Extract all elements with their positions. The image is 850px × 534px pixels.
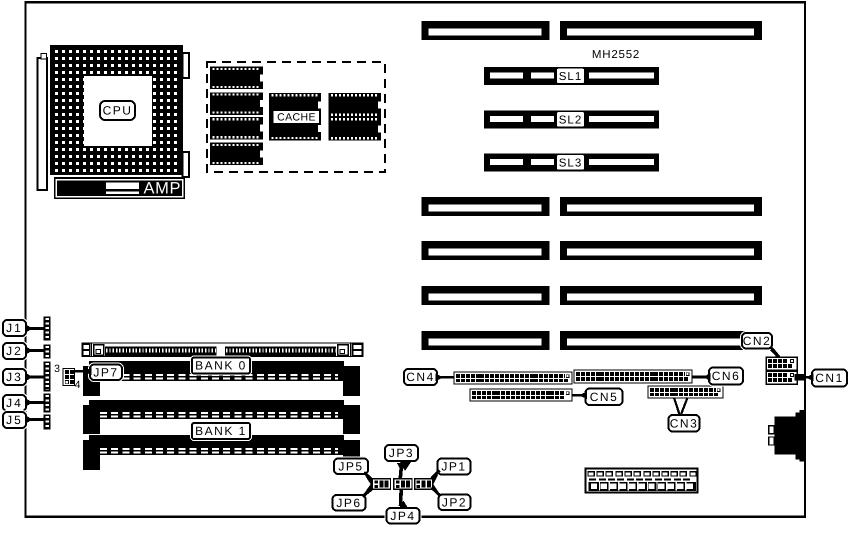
svg-text:JP7: JP7: [93, 365, 118, 379]
svg-text:AMP: AMP: [144, 179, 182, 197]
svg-text:JP5: JP5: [338, 459, 363, 473]
svg-text:CN2: CN2: [743, 334, 772, 348]
svg-text:JP1: JP1: [441, 460, 466, 474]
svg-text:CN3: CN3: [670, 416, 699, 430]
svg-text:3: 3: [54, 363, 60, 375]
svg-text:BANK 1: BANK 1: [195, 424, 247, 438]
svg-text:4: 4: [75, 379, 81, 391]
svg-text:JP4: JP4: [390, 509, 415, 523]
svg-text:CPU: CPU: [103, 104, 133, 118]
svg-text:J2: J2: [6, 344, 23, 358]
svg-text:J1: J1: [6, 321, 23, 335]
svg-text:J4: J4: [6, 396, 23, 410]
svg-text:BANK 0: BANK 0: [195, 359, 247, 373]
svg-text:JP6: JP6: [336, 496, 361, 510]
svg-text:JP3: JP3: [389, 446, 414, 460]
svg-text:CACHE: CACHE: [277, 112, 316, 124]
svg-text:JP2: JP2: [442, 495, 467, 509]
svg-text:SL1: SL1: [559, 71, 582, 83]
svg-text:J3: J3: [6, 370, 23, 384]
svg-text:CN1: CN1: [815, 371, 844, 385]
svg-text:MH2552: MH2552: [592, 49, 640, 61]
svg-text:CN4: CN4: [406, 370, 435, 384]
svg-text:CN6: CN6: [712, 369, 741, 383]
svg-text:SL2: SL2: [559, 115, 582, 127]
svg-text:CN5: CN5: [590, 390, 619, 404]
svg-text:J5: J5: [6, 413, 23, 427]
svg-text:SL3: SL3: [559, 158, 582, 170]
